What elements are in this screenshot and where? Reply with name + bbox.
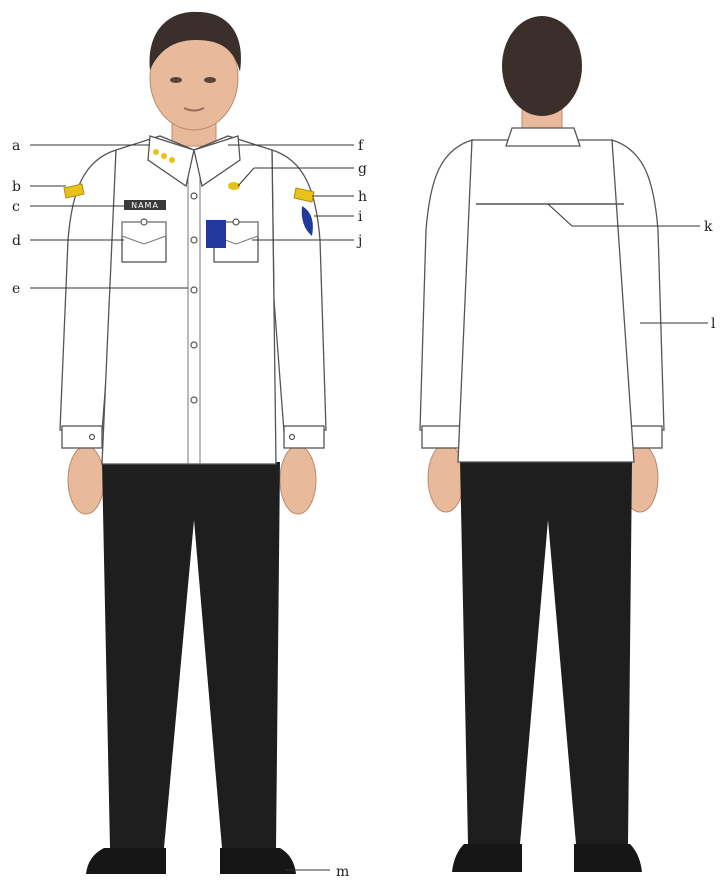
front-shoe-left	[86, 848, 166, 874]
collar-star-2	[161, 153, 167, 159]
front-button-5	[191, 397, 197, 403]
front-cuff-button-right	[290, 435, 295, 440]
front-pocket-left	[122, 222, 166, 262]
back-shoe-left	[452, 844, 522, 872]
label-j: j	[356, 233, 362, 249]
front-pocket-button-left	[141, 219, 147, 225]
front-eye-right	[204, 77, 216, 83]
name-plate-text: NAMA	[131, 201, 159, 210]
label-e: e	[12, 281, 20, 297]
back-cuff-left	[422, 426, 460, 448]
back-shoe-right	[574, 844, 642, 872]
label-i: i	[358, 209, 363, 225]
front-hand-right	[280, 446, 316, 514]
front-button-4	[191, 342, 197, 348]
front-figure: NAMA	[60, 12, 326, 874]
back-shirt-body	[458, 140, 634, 462]
label-h: h	[358, 189, 367, 205]
front-trousers	[102, 462, 280, 848]
front-hand-left	[68, 446, 104, 514]
front-button-3	[191, 287, 197, 293]
label-m: m	[336, 864, 349, 880]
id-card-badge	[206, 220, 226, 248]
label-g: g	[358, 161, 367, 177]
back-figure	[420, 16, 664, 872]
front-button-1	[191, 193, 197, 199]
back-collar	[506, 128, 580, 146]
front-shoe-right	[220, 848, 296, 874]
label-k: k	[704, 219, 713, 235]
collar-star-1	[153, 149, 159, 155]
label-a: a	[12, 138, 20, 154]
label-l: l	[711, 316, 716, 332]
front-eye-left	[170, 77, 182, 83]
label-c: c	[12, 199, 20, 215]
label-f: f	[358, 138, 365, 154]
collar-star-3	[169, 157, 175, 163]
front-button-2	[191, 237, 197, 243]
back-trousers	[460, 460, 632, 844]
front-cuff-left	[62, 426, 102, 448]
label-d: d	[12, 233, 21, 249]
back-hair	[502, 16, 582, 116]
front-cuff-button-left	[90, 435, 95, 440]
front-pocket-button-right	[233, 219, 239, 225]
front-shirt-body	[102, 136, 276, 464]
label-b: b	[12, 179, 21, 195]
